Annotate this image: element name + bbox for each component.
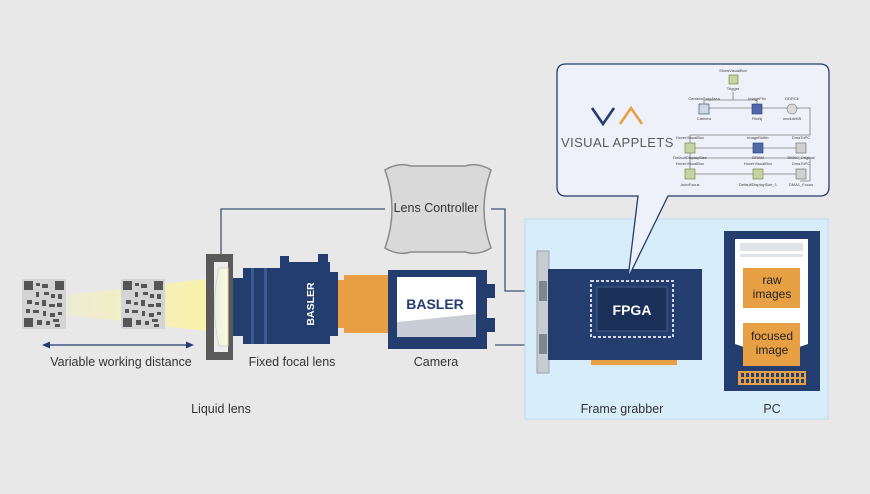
flow-node-9-top: DmaToPC xyxy=(792,161,810,166)
camera: BASLER xyxy=(344,270,495,349)
frame-grabber-bracket xyxy=(536,250,550,374)
flow-node-6-bottom: DMA0_Original xyxy=(787,155,814,160)
flow-node-0-bottom: Trigger xyxy=(727,86,740,91)
visual-applets-callout: VISUAL APPLETS ShowVisualBox Trigger Cam… xyxy=(556,63,830,279)
flow-node-9-bottom: DMA1_Focus xyxy=(789,182,813,187)
variable-working-distance-label: Variable working distance xyxy=(50,355,192,369)
flow-node-7-top: HoverVisualBox xyxy=(676,161,704,166)
flow-node-5-bottom: DRAM xyxy=(752,155,764,160)
flow-node-1-top: CameraGrayArea xyxy=(688,96,720,101)
flow-node-3-bottom: moduleKB xyxy=(783,116,802,121)
flow-node-7-bottom: AutoFocus xyxy=(680,182,699,187)
liquid-lens-label: Liquid lens xyxy=(191,402,251,416)
flow-node-6-top: DmaToPC xyxy=(792,135,810,140)
cable-controller-to-liquid-lens xyxy=(220,208,385,254)
pc-vent xyxy=(738,371,806,385)
focused-image-line2: image xyxy=(756,343,789,357)
visual-applets-logo-text: VISUAL APPLETS xyxy=(561,135,674,150)
lens-controller-label: Lens Controller xyxy=(394,201,479,215)
flow-node-dma-original: DmaToPC DMA0_Original xyxy=(787,135,814,160)
flow-node-display-size-1: HoverVisualBox DefaultDisplaySize_1 xyxy=(739,161,778,187)
flow-node-8-top: HoverVisualBox xyxy=(744,161,772,166)
frame-grabber-board: FPGA xyxy=(548,269,702,365)
flow-node-3-top: DDRCk xyxy=(785,96,799,101)
flow-node-dma-focus: DmaToPC DMA1_Focus xyxy=(789,161,813,187)
focused-image-line1: focused xyxy=(751,329,793,343)
flow-node-trigger: ShowVisualBox Trigger xyxy=(719,68,747,91)
qr-target-far xyxy=(22,279,66,329)
flow-node-4-top: HoverVisualBox xyxy=(676,135,704,140)
flow-node-2-bottom: FifoNj xyxy=(752,116,763,121)
liquid-lens xyxy=(206,254,233,360)
flow-node-fifo: ImageFifo FifoNj xyxy=(748,96,767,121)
flow-node-4-bottom: DefaultDisplaySize xyxy=(673,155,707,160)
fixed-focal-lens: BASLER xyxy=(233,254,344,344)
qr-target-near xyxy=(121,279,165,329)
pc-label: PC xyxy=(763,402,780,416)
flow-node-display-size: HoverVisualBox DefaultDisplaySize xyxy=(673,135,707,160)
working-distance-arrow xyxy=(42,341,194,349)
flow-node-camera: CameraGrayArea Camera xyxy=(688,96,720,121)
flow-node-dram: ImageBuffer DRAM xyxy=(747,135,769,160)
flow-node-5-top: ImageBuffer xyxy=(747,135,769,140)
flow-node-0-top: ShowVisualBox xyxy=(719,68,747,73)
frame-grabber-label: Frame grabber xyxy=(581,402,664,416)
flow-node-ddr: DDRCk moduleKB xyxy=(783,96,802,121)
flow-node-2-top: ImageFifo xyxy=(748,96,767,101)
flow-node-8-bottom: DefaultDisplaySize_1 xyxy=(739,182,778,187)
flow-node-autofocus: HoverVisualBox AutoFocus xyxy=(676,161,704,187)
flow-node-1-bottom: Camera xyxy=(697,116,712,121)
camera-label: Camera xyxy=(414,355,459,369)
raw-images-line2: images xyxy=(753,287,792,301)
raw-images-line1: raw xyxy=(762,273,782,287)
lens-brand: BASLER xyxy=(305,282,317,326)
lens-controller xyxy=(384,163,492,255)
focused-image-box xyxy=(743,323,800,366)
fixed-focal-lens-label: Fixed focal lens xyxy=(249,355,336,369)
raw-images-box xyxy=(743,268,800,308)
visual-applets-logo xyxy=(590,105,644,127)
camera-brand: BASLER xyxy=(406,296,464,312)
fpga-label: FPGA xyxy=(613,302,652,318)
